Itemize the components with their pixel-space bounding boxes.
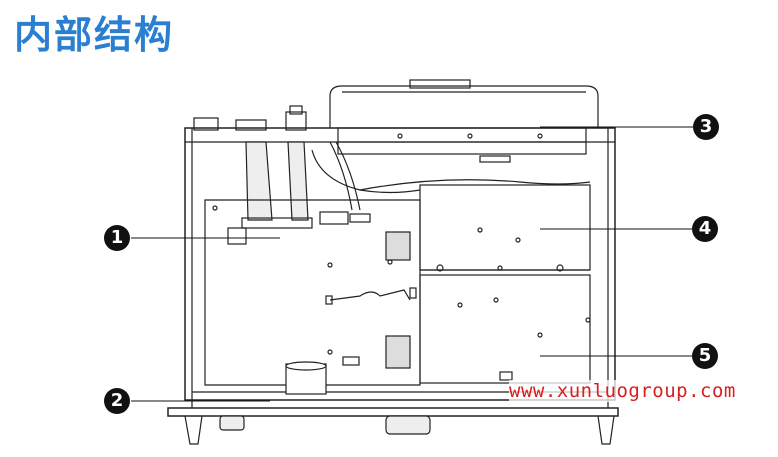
rear-connectors bbox=[193, 105, 307, 131]
leader-lines bbox=[131, 126, 693, 402]
mainboard bbox=[204, 199, 421, 395]
drive-bay-upper bbox=[419, 184, 591, 272]
drive-bay-connectors bbox=[385, 231, 411, 369]
callout-5: 5 bbox=[692, 343, 718, 369]
drive-bay-lower bbox=[419, 274, 591, 384]
front-panel bbox=[167, 398, 619, 445]
callout-2: 2 bbox=[104, 388, 130, 414]
callout-3: 3 bbox=[693, 114, 719, 140]
power-supply bbox=[329, 79, 599, 163]
callout-4: 4 bbox=[692, 216, 718, 242]
callout-1: 1 bbox=[104, 225, 130, 251]
page-title: 内部结构 bbox=[14, 13, 175, 57]
watermark-url: www.xunluogroup.com bbox=[509, 380, 736, 402]
